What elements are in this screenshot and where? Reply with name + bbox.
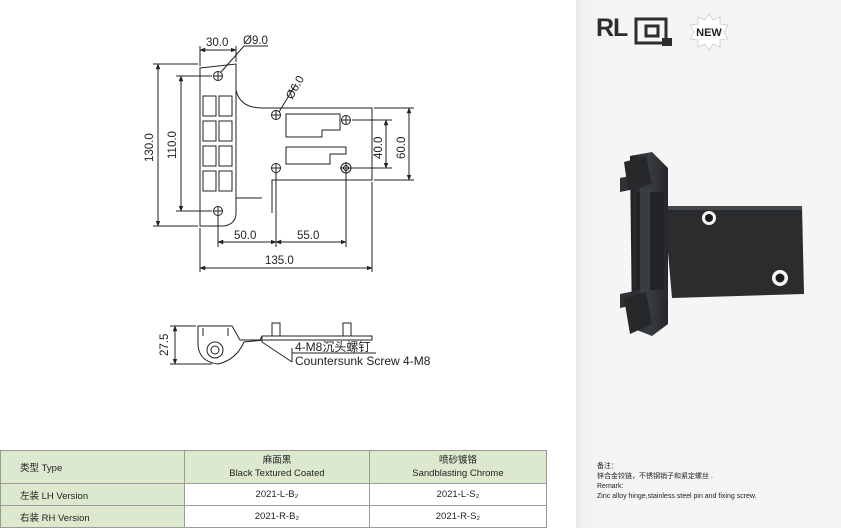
table-header-row: 类型 Type 麻面黑 Black Textured Coated 喷砂镀铬 S… bbox=[0, 450, 548, 484]
table-row: 右装 RH Version 2021-R-B₂ 2021-R-S₂ bbox=[0, 505, 548, 528]
col-chrome-cn: 喷砂镀铬 bbox=[438, 455, 477, 466]
screw-note-cn: 4-M8沉头螺钉 bbox=[295, 340, 370, 354]
dim-27-5: 27.5 bbox=[159, 334, 171, 356]
dim-60: 60.0 bbox=[396, 137, 408, 159]
side-view-labels: 27.5 4-M8沉头螺钉 Countersunk Screw 4-M8 bbox=[159, 334, 431, 368]
table-cell: 2021-L-S₂ bbox=[368, 483, 548, 506]
table-cell: 2021-R-B₂ bbox=[184, 505, 370, 528]
side-view bbox=[170, 322, 376, 365]
row-label: 右装 RH Version bbox=[0, 505, 185, 528]
knuckle-slots bbox=[202, 95, 233, 192]
remark-title-en: Remark: bbox=[597, 483, 624, 490]
pocket-upper bbox=[285, 113, 341, 138]
col-black-cn: 麻面黑 bbox=[262, 455, 292, 466]
type-header: 类型 Type bbox=[0, 450, 185, 484]
dim-30: 30.0 bbox=[206, 37, 228, 49]
dim-130: 130.0 bbox=[144, 133, 156, 162]
top-view bbox=[153, 45, 414, 272]
drawing-area: 30.0 Ø9.0 Ø6.0 130.0 110.0 40.0 60.0 50.… bbox=[0, 35, 548, 528]
dim-40: 40.0 bbox=[373, 137, 385, 159]
brand-logo: RL bbox=[596, 14, 628, 43]
hinge-logo-icon bbox=[634, 17, 672, 46]
table-cell: 2021-R-S₂ bbox=[368, 505, 548, 528]
dim-55: 55.0 bbox=[297, 230, 319, 242]
new-badge-icon: NEW bbox=[689, 13, 729, 51]
dim-hole6: Ø6.0 bbox=[284, 74, 307, 102]
col-chrome-header: 喷砂镀铬 Sandblasting Chrome bbox=[368, 450, 548, 484]
pocket-lower bbox=[285, 146, 347, 165]
brand-logo-text: RL bbox=[596, 14, 628, 42]
dim-hole9: Ø9.0 bbox=[243, 35, 268, 47]
dim-110: 110.0 bbox=[167, 131, 179, 159]
dim-50: 50.0 bbox=[234, 230, 256, 242]
hinge-product-image bbox=[620, 152, 804, 336]
dim-135: 135.0 bbox=[265, 255, 294, 267]
table-cell: 2021-L-B₂ bbox=[184, 483, 370, 506]
col-chrome-en: Sandblasting Chrome bbox=[412, 468, 504, 479]
knuckle-leaf-outline bbox=[199, 63, 237, 227]
remark-title-cn: 备注： bbox=[597, 463, 618, 470]
table-row: 左装 LH Version 2021-L-B₂ 2021-L-S₂ bbox=[0, 483, 548, 506]
spec-table: 类型 Type 麻面黑 Black Textured Coated 喷砂镀铬 S… bbox=[0, 450, 548, 528]
technical-drawing: 30.0 Ø9.0 Ø6.0 130.0 110.0 40.0 60.0 50.… bbox=[144, 35, 431, 368]
col-black-header: 麻面黑 Black Textured Coated bbox=[184, 450, 370, 484]
remark-text-en: Zinc alloy hinge,stainless steel pin and… bbox=[597, 493, 757, 500]
row-label: 左装 LH Version bbox=[0, 483, 185, 506]
new-badge-text: NEW bbox=[696, 27, 722, 39]
screw-note-en: Countersunk Screw 4-M8 bbox=[295, 354, 431, 368]
top-view-labels: 30.0 Ø9.0 Ø6.0 130.0 110.0 40.0 60.0 50.… bbox=[144, 35, 408, 267]
mounting-leaf-outline bbox=[235, 89, 373, 213]
remark-block: 备注： 锌合金铰链，不锈钢销子和紧定螺丝 . Remark: Zinc allo… bbox=[597, 462, 837, 502]
col-black-en: Black Textured Coated bbox=[229, 468, 325, 479]
remark-text-cn: 锌合金铰链，不锈钢销子和紧定螺丝 . bbox=[597, 473, 713, 480]
